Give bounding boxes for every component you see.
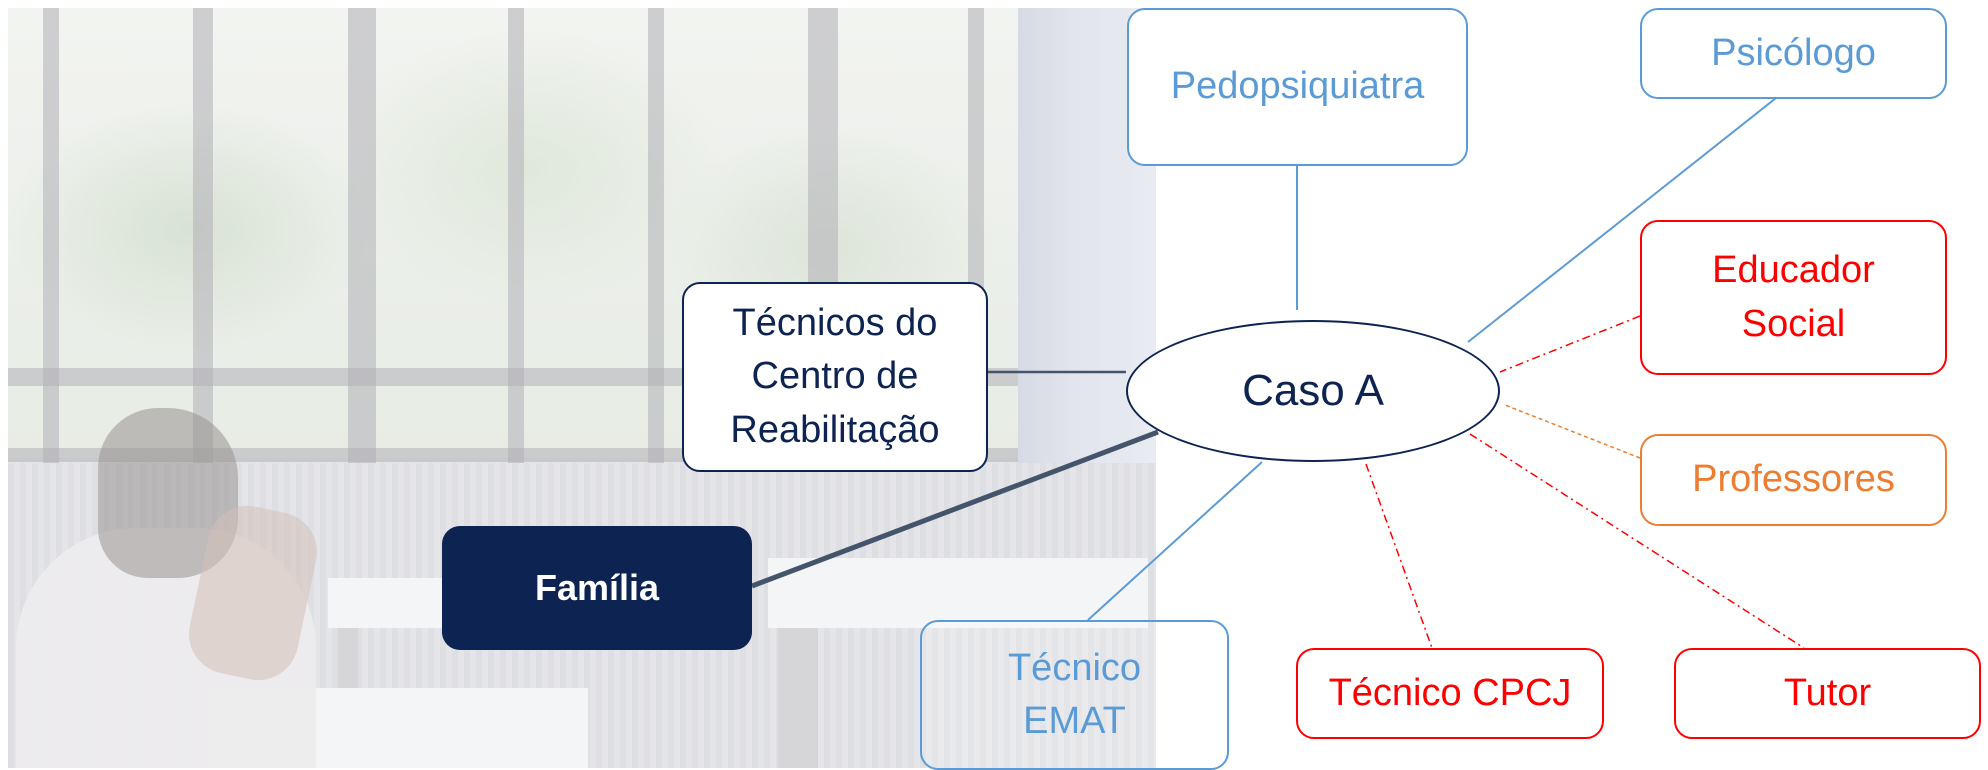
node-tecnico-cpcj: Técnico CPCJ xyxy=(1296,648,1604,739)
node-tecnicos-centro-label: Técnicos do Centro de Reabilitação xyxy=(730,302,940,451)
node-tutor-label: Tutor xyxy=(1783,671,1872,714)
node-familia-label: Família xyxy=(534,566,660,608)
center-node-label: Caso A xyxy=(1242,366,1384,415)
link-tutor xyxy=(1469,433,1805,649)
node-professores-label: Professores xyxy=(1692,458,1895,501)
center-node-caso-a: Caso A xyxy=(1126,320,1500,462)
node-professores: Professores xyxy=(1640,434,1947,526)
node-tutor: Tutor xyxy=(1674,648,1981,739)
node-psicologo: Psicólogo xyxy=(1640,8,1947,99)
node-tecnico-emat-label: Técnico EMAT xyxy=(1007,646,1142,742)
link-familia xyxy=(751,429,1159,589)
link-tecnico-emat xyxy=(1087,461,1263,621)
node-educador-social-label: Educador Social xyxy=(1712,249,1875,345)
node-pedopsiquiatra-label: Pedopsiquiatra xyxy=(1170,65,1425,108)
node-pedopsiquiatra: Pedopsiquiatra xyxy=(1127,8,1468,166)
link-psicologo xyxy=(1467,97,1777,343)
node-tecnico-cpcj-label: Técnico CPCJ xyxy=(1328,671,1572,714)
link-professores xyxy=(1504,404,1641,459)
node-familia: Família xyxy=(442,526,752,650)
node-psicologo-label: Psicólogo xyxy=(1711,31,1876,74)
link-tecnico-cpcj xyxy=(1365,463,1433,649)
node-educador-social: Educador Social xyxy=(1640,220,1947,375)
link-educador-social xyxy=(1499,315,1641,373)
node-tecnicos-centro-reabilitacao: Técnicos do Centro de Reabilitação xyxy=(682,282,988,472)
node-tecnico-emat: Técnico EMAT xyxy=(920,620,1229,770)
